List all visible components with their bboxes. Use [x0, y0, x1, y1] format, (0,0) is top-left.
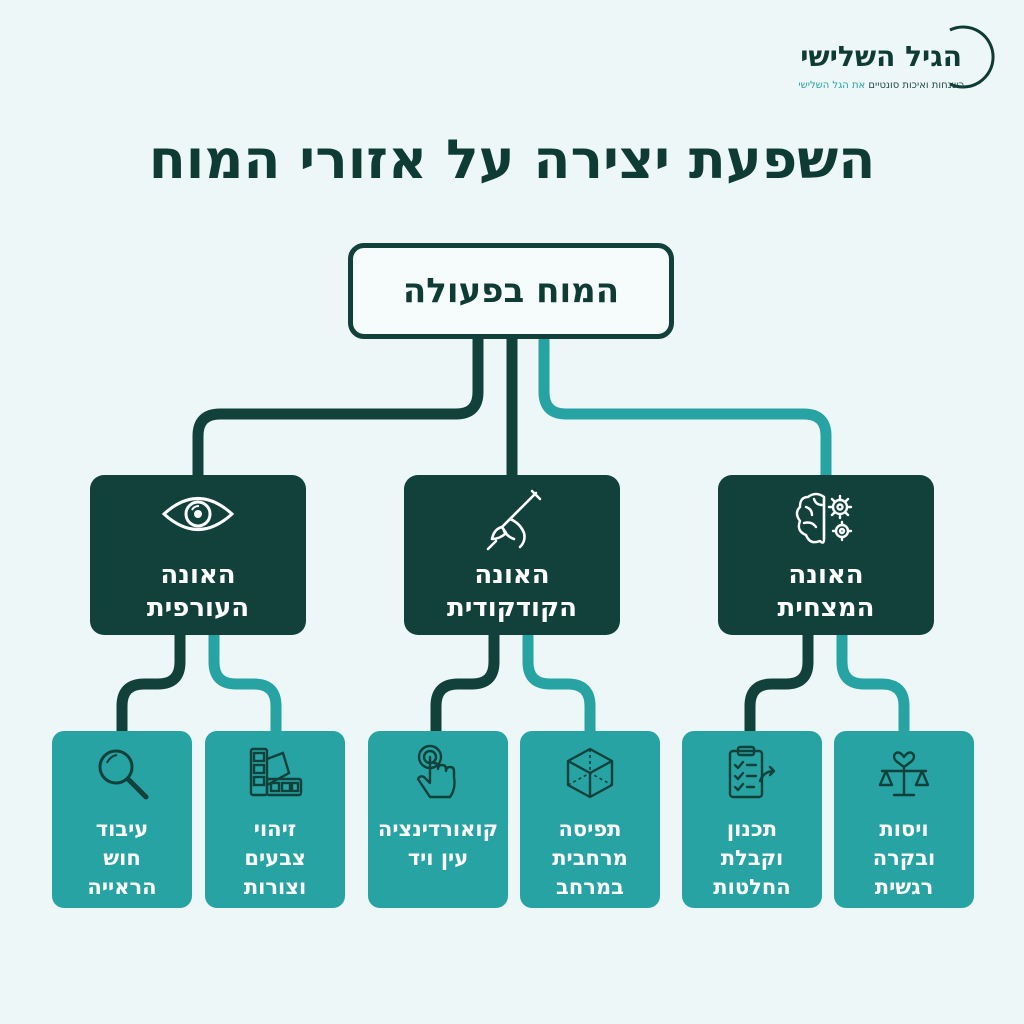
- function-label-line: ויסות: [879, 817, 929, 841]
- function-label-line: קואורדינציה: [377, 817, 499, 841]
- lobe-label: האונה הקודקודית: [404, 559, 620, 625]
- lobe-label-line1: האונה: [788, 560, 864, 590]
- function-label-line: החלטות: [713, 875, 791, 899]
- function-node-planning-decisions: תכנון וקבלת החלטות: [682, 731, 822, 908]
- root-node-label: המוח בפעולה: [402, 271, 620, 311]
- function-node-emotional-regulation: ויסות ובקרה רגשית: [834, 731, 974, 908]
- function-label-line: זיהוי: [253, 817, 297, 841]
- root-node-brain-in-action: המוח בפעולה: [348, 243, 674, 339]
- function-node-hand-eye-coordination: קואורדינציה עין ויד: [368, 731, 508, 908]
- lobe-node-occipital: האונה העורפית: [90, 475, 306, 635]
- magnifier-icon: [98, 749, 149, 800]
- function-label: זיהוי צבעים וצורות: [209, 815, 341, 902]
- paintbrush-hand-icon: [486, 489, 542, 551]
- lobe-label: האונה המצחית: [718, 559, 934, 625]
- function-label-line: עיבוד: [95, 817, 149, 841]
- function-label-line: הראייה: [87, 875, 157, 899]
- function-node-visual-processing: עיבוד חוש הראייה: [52, 731, 192, 908]
- function-label: קואורדינציה עין ויד: [372, 815, 504, 873]
- function-node-spatial-perception: תפיסה מרחבית במרחב: [520, 731, 660, 908]
- function-node-color-shape-recognition: זיהוי צבעים וצורות: [205, 731, 345, 908]
- function-label-line: תכנון: [726, 817, 778, 841]
- brand-logo: הגיל השלישי כשנחות ואיכות סונטיים את הגל…: [760, 22, 1000, 92]
- page-title: השפעת יצירה על אזורי המוח: [148, 128, 876, 191]
- lobe-label-line1: האונה: [474, 560, 550, 590]
- function-label-line: תפיסה: [558, 817, 622, 841]
- lobe-label-line2: המצחית: [777, 593, 875, 623]
- function-label-line: מרחבית: [552, 846, 628, 870]
- color-swatches-icon: [249, 747, 303, 797]
- eye-icon: [161, 497, 235, 531]
- function-label: ויסות ובקרה רגשית: [838, 815, 970, 902]
- touch-hand-icon: [416, 744, 456, 799]
- function-label-line: צבעים: [244, 846, 306, 870]
- function-label-line: רגשית: [874, 875, 934, 899]
- scales-heart-icon: [878, 751, 930, 797]
- function-label-line: וצורות: [243, 875, 307, 899]
- clipboard-icon: [728, 745, 776, 799]
- function-label-line: עין ויד: [407, 846, 469, 870]
- logo-tagline: כשנחות ואיכות סונטיים את הגל השלישי: [798, 80, 964, 91]
- lobe-label-line1: האונה: [160, 560, 236, 590]
- function-label: תפיסה מרחבית במרחב: [524, 815, 656, 902]
- function-label: תכנון וקבלת החלטות: [686, 815, 818, 902]
- lobe-label-line2: העורפית: [146, 593, 250, 623]
- function-label-line: במרחב: [556, 875, 624, 899]
- logo-brand-name: הגיל השלישי: [800, 40, 962, 73]
- lobe-label-line2: הקודקודית: [447, 593, 577, 623]
- logo-arc-icon: [949, 25, 995, 89]
- logo-tagline-main: כשנחות ואיכות סונטיים: [868, 80, 964, 91]
- function-label-line: ובקרה: [872, 846, 936, 870]
- lobe-label: האונה העורפית: [90, 559, 306, 625]
- cube-icon: [566, 747, 614, 799]
- lobe-node-parietal: האונה הקודקודית: [404, 475, 620, 635]
- brain-gears-icon: [795, 492, 853, 544]
- function-label-line: חוש: [103, 846, 141, 870]
- logo-tagline-accent: את הגל השלישי: [798, 80, 866, 91]
- function-label-line: וקבלת: [720, 846, 784, 870]
- function-label: עיבוד חוש הראייה: [56, 815, 188, 902]
- lobe-node-frontal: האונה המצחית: [718, 475, 934, 635]
